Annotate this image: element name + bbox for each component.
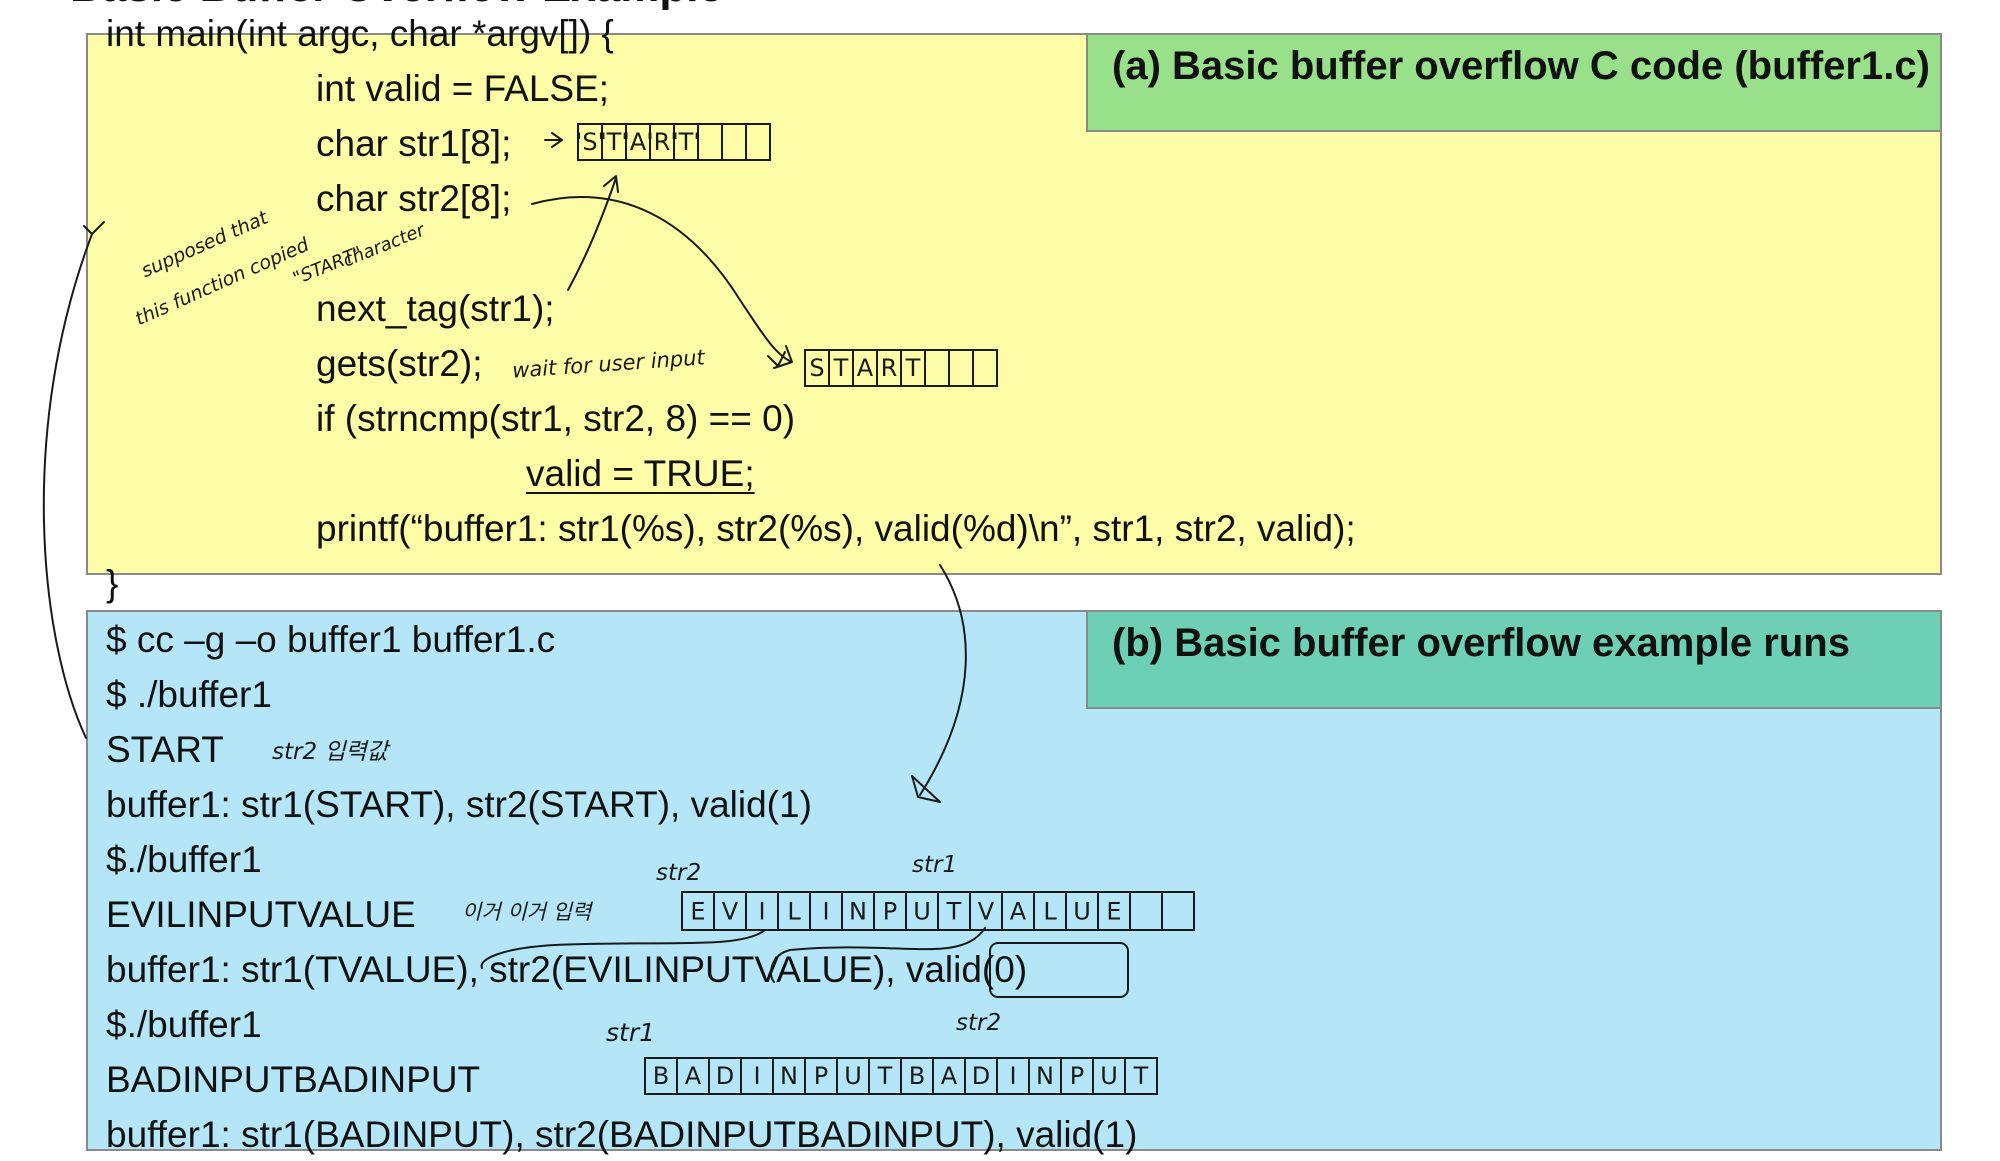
note-str1-label-a: str1 (912, 852, 958, 878)
run-line-output-2: buffer1: str1(TVALUE), str2(EVILINPUTVAL… (106, 949, 1028, 990)
run-line-exec-2: $./buffer1 (106, 839, 262, 880)
run-line-compile: $ cc –g –o buffer1 buffer1.c (106, 619, 556, 660)
run-line-output-3: buffer1: str1(BADINPUT), str2(BADINPUTBA… (106, 1114, 1138, 1155)
note-str2-input: str2 입력값 (272, 739, 388, 765)
run-line-output-1: buffer1: str1(START), str2(START), valid… (106, 784, 812, 825)
code-line-close: } (106, 563, 119, 604)
note-str1-label-b: str1 (606, 1018, 656, 1047)
run-line-exec-3: $./buffer1 (106, 1004, 262, 1045)
code-line-gets: gets(str2); (316, 343, 483, 384)
panel-a-label-box: (a) Basic buffer overflow C code (buffer… (1086, 33, 1942, 132)
code-line-valid-true: valid = TRUE; (526, 453, 755, 494)
code-line-printf: printf(“buffer1: str1(%s), str2(%s), val… (316, 508, 1356, 549)
code-line-main: int main(int argc, char *argv[]) { (106, 13, 614, 54)
run-line-input-2: EVILINPUTVALUE (106, 894, 416, 935)
code-line-valid: int valid = FALSE; (316, 68, 610, 109)
code-line-if: if (strncmp(str1, str2, 8) == 0) (316, 398, 796, 439)
panel-b-label-box: (b) Basic buffer overflow example runs (1086, 610, 1942, 709)
slide-title: Basic Buffer Overflow Example (70, 0, 723, 12)
code-line-nexttag: next_tag(str1); (316, 288, 555, 329)
note-str2-label-a: str2 (656, 860, 702, 886)
panel-b-label: (b) Basic buffer overflow example runs (1112, 621, 1850, 665)
panel-a-label: (a) Basic buffer overflow C code (buffer… (1112, 44, 1930, 88)
code-line-str1: char str1[8]; (316, 123, 512, 164)
run-line-input-1: START (106, 729, 224, 770)
run-line-input-3: BADINPUTBADINPUT (106, 1059, 481, 1100)
code-line-str2: char str2[8]; (316, 178, 512, 219)
note-str2-label-b: str2 (956, 1010, 1002, 1036)
note-evil-input: 이거 이거 입력 (462, 900, 592, 924)
run-line-exec-1: $ ./buffer1 (106, 674, 272, 715)
